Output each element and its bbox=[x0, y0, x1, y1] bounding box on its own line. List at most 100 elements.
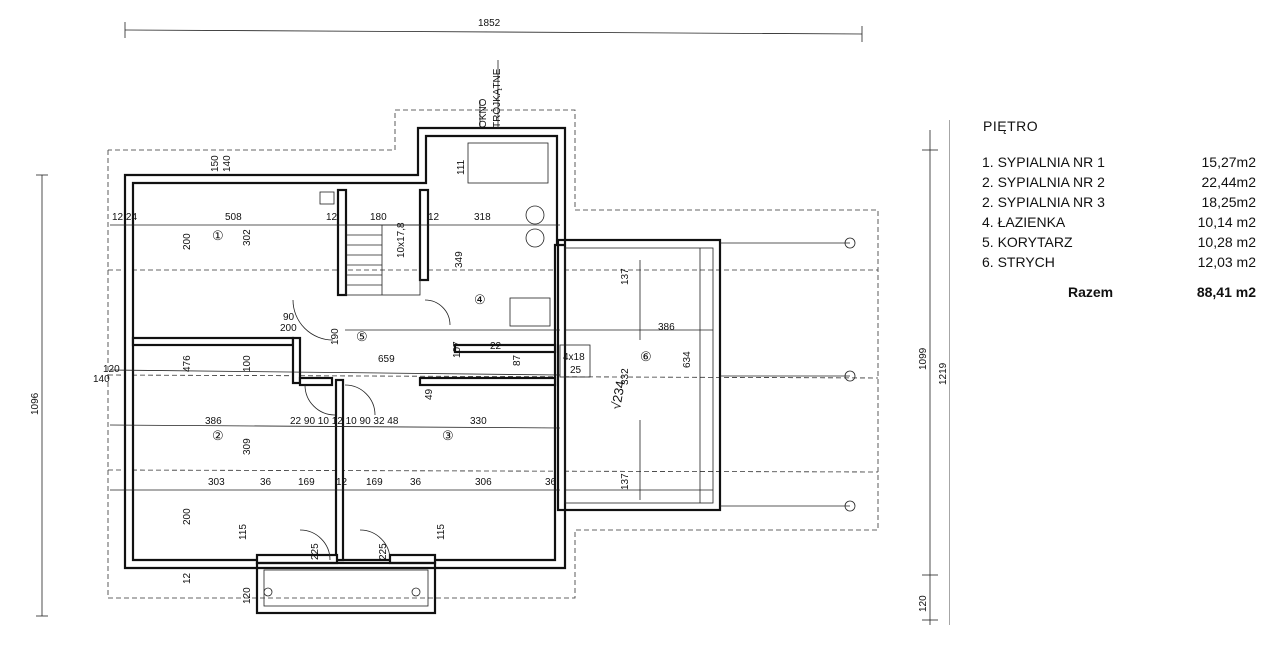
dim-659: 659 bbox=[378, 354, 395, 365]
dim-190: 190 bbox=[330, 328, 341, 345]
dim-115b: 115 bbox=[436, 524, 447, 540]
door-swings bbox=[292, 299, 451, 561]
dim-90-200-a: 90 bbox=[283, 312, 295, 323]
staircase: 10x17,8 bbox=[345, 222, 421, 296]
dim-386: 386 bbox=[205, 416, 222, 427]
att-386: 386 bbox=[658, 322, 675, 333]
bathroom-fixtures bbox=[319, 142, 551, 327]
dim-349: 349 bbox=[454, 251, 465, 268]
att-634: 634 bbox=[682, 351, 693, 368]
dim-1219: 1219 bbox=[938, 362, 949, 385]
dim-200a: 200 bbox=[182, 233, 193, 250]
window-label-okno: OKNO bbox=[478, 98, 489, 128]
dim-225b: 225 bbox=[378, 543, 389, 560]
dim-140: 140 bbox=[222, 155, 233, 172]
attic-area bbox=[556, 237, 856, 512]
window-label-trojkatne: TRÓJKĄTNE bbox=[490, 68, 503, 128]
dim-508: 508 bbox=[225, 212, 242, 223]
dim-169b: 169 bbox=[366, 477, 383, 488]
legend-room-name: 6. STRYCH bbox=[982, 254, 1055, 270]
dim-330: 330 bbox=[470, 416, 487, 427]
dim-140-left: 140 bbox=[93, 374, 110, 385]
dim-12-24: 12 24 bbox=[112, 212, 137, 223]
dim-180: 180 bbox=[370, 212, 387, 223]
dim-100: 100 bbox=[242, 355, 253, 372]
dim-36b: 36 bbox=[410, 477, 422, 488]
dim-87: 87 bbox=[512, 354, 523, 366]
dim-111: 111 bbox=[456, 159, 467, 175]
interior-dimension-lines bbox=[109, 60, 713, 503]
balcony bbox=[255, 561, 437, 615]
dim-309: 309 bbox=[242, 438, 253, 455]
legend-room-name: 4. ŁAZIENKA bbox=[982, 214, 1066, 230]
att-137a: 137 bbox=[620, 268, 631, 285]
overall-width-dimension: 1852 bbox=[124, 18, 863, 42]
legend-row: 4. ŁAZIENKA 10,14 m2 bbox=[980, 212, 1260, 232]
legend-total: Razem 88,41 m2 bbox=[980, 284, 1260, 300]
room-marker-2: ② bbox=[212, 428, 224, 443]
dim-120-left: 120 bbox=[103, 364, 120, 375]
legend-room-name: 5. KORYTARZ bbox=[982, 234, 1073, 250]
dim-302: 302 bbox=[242, 229, 253, 246]
room-legend: PIĘTRO 1. SYPIALNIA NR 1 15,27m2 2. SYPI… bbox=[980, 118, 1260, 300]
dim-120: 120 bbox=[242, 587, 253, 604]
stair-dim: 10x17,8 bbox=[396, 222, 407, 258]
dim-1852: 1852 bbox=[478, 18, 501, 29]
dim-303: 303 bbox=[208, 477, 225, 488]
legend-room-area: 10,28 m2 bbox=[1197, 234, 1256, 250]
dim-1096: 1096 bbox=[30, 392, 41, 415]
overall-depth-dimensions-right: 1099 1219 120 bbox=[918, 120, 950, 625]
dim-hall-row: 22 90 10 12 10 90 32 48 bbox=[290, 416, 399, 427]
dim-49: 49 bbox=[424, 388, 435, 400]
dim-107: 107 bbox=[452, 341, 463, 358]
dim-225a: 225 bbox=[310, 543, 321, 560]
dim-22: 22 bbox=[490, 341, 502, 352]
legend-row: 1. SYPIALNIA NR 1 15,27m2 bbox=[980, 152, 1260, 172]
legend-room-area: 15,27m2 bbox=[1201, 154, 1256, 170]
dim-36a: 36 bbox=[260, 477, 272, 488]
legend-row: 2. SYPIALNIA NR 2 22,44m2 bbox=[980, 172, 1260, 192]
legend-room-area: 22,44m2 bbox=[1201, 174, 1256, 190]
room-marker-3: ③ bbox=[442, 428, 454, 443]
interior-walls bbox=[131, 188, 557, 565]
dim-120-right: 120 bbox=[918, 595, 929, 612]
dim-1099: 1099 bbox=[918, 347, 929, 370]
legend-room-name: 2. SYPIALNIA NR 3 bbox=[982, 194, 1105, 210]
dim-318: 318 bbox=[474, 212, 491, 223]
dim-12c: 12 bbox=[336, 477, 348, 488]
room-marker-4: ④ bbox=[474, 292, 486, 307]
legend-room-area: 18,25m2 bbox=[1201, 194, 1256, 210]
legend-room-area: 10,14 m2 bbox=[1197, 214, 1256, 230]
floor-plan: 1852 1096 1099 1219 120 bbox=[30, 18, 950, 625]
legend-title: PIĘTRO bbox=[983, 118, 1039, 134]
legend-row: 5. KORYTARZ 10,28 m2 bbox=[980, 232, 1260, 252]
dim-4x18: 4x18 bbox=[563, 352, 585, 363]
dim-150: 150 bbox=[210, 155, 221, 172]
dim-12b: 12 bbox=[428, 212, 440, 223]
dim-36c: 36 bbox=[545, 477, 557, 488]
dim-25: 25 bbox=[570, 365, 582, 376]
legend-room-name: 2. SYPIALNIA NR 2 bbox=[982, 174, 1105, 190]
attic-note: √234 bbox=[608, 380, 628, 411]
dim-306: 306 bbox=[475, 477, 492, 488]
dim-200b: 200 bbox=[182, 508, 193, 525]
overall-depth-dimension-left: 1096 bbox=[30, 174, 48, 617]
att-137b: 137 bbox=[620, 473, 631, 490]
room-marker-1: ① bbox=[212, 228, 224, 243]
room-marker-6: ⑥ bbox=[640, 349, 652, 364]
legend-row: 6. STRYCH 12,03 m2 bbox=[980, 252, 1260, 272]
room-marker-5: ⑤ bbox=[356, 329, 368, 344]
att-332: 332 bbox=[620, 368, 631, 385]
dim-12a: 12 bbox=[326, 212, 338, 223]
roof-outline bbox=[107, 109, 879, 599]
legend-total-label: Razem bbox=[1068, 284, 1114, 300]
dimension-labels: 12 24 508 12 180 12 318 150 140 111 302 … bbox=[93, 155, 693, 604]
legend-room-area: 12,03 m2 bbox=[1197, 254, 1256, 270]
dim-476: 476 bbox=[182, 355, 193, 372]
legend-row: 2. SYPIALNIA NR 3 18,25m2 bbox=[980, 192, 1260, 212]
legend-room-name: 1. SYPIALNIA NR 1 bbox=[982, 154, 1105, 170]
dim-12d: 12 bbox=[182, 572, 193, 584]
dim-200-a: 200 bbox=[280, 323, 297, 334]
dim-115a: 115 bbox=[238, 524, 249, 540]
legend-total-value: 88,41 m2 bbox=[1196, 284, 1256, 300]
